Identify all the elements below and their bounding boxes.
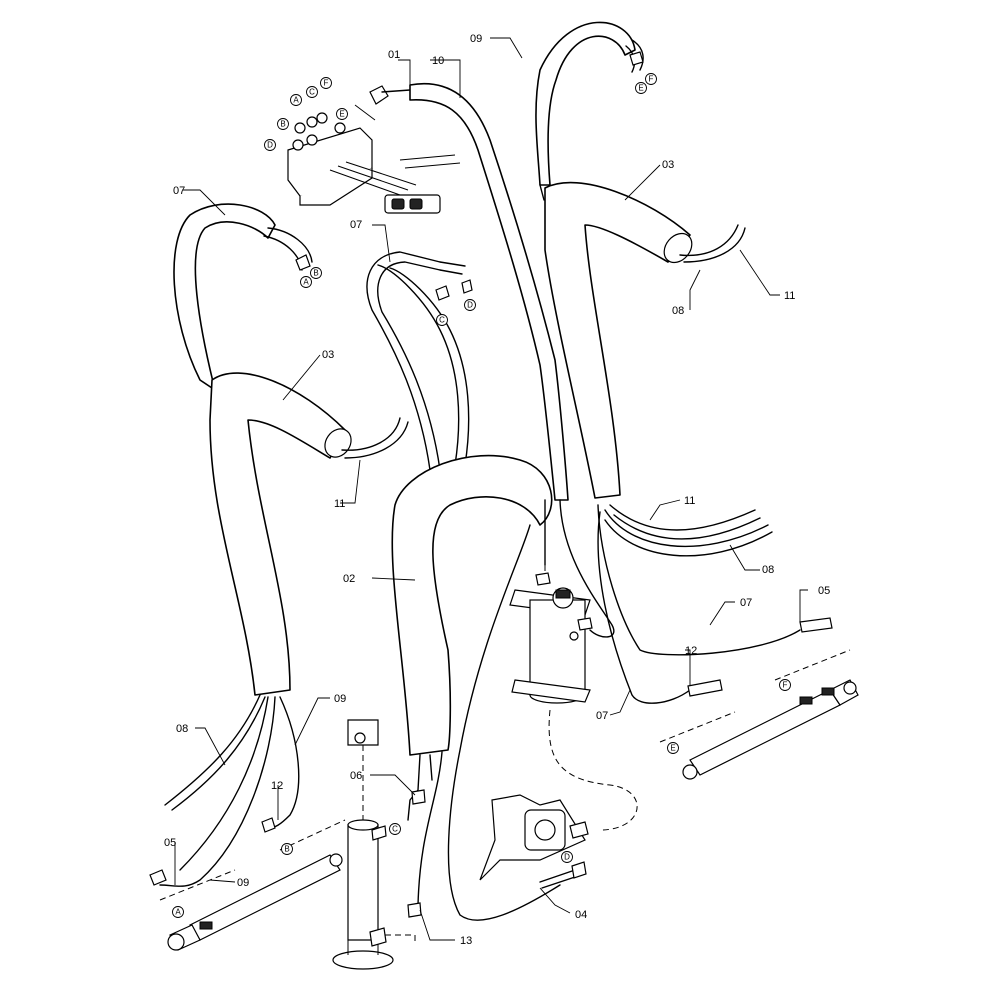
- svg-text:F: F: [783, 681, 788, 690]
- port-marker-valve-f: F: [320, 77, 332, 89]
- callout-07-right: 07: [740, 597, 752, 609]
- callout-09-left-top: 09: [334, 693, 346, 705]
- svg-text:B: B: [280, 120, 285, 129]
- callout-01: 01: [388, 49, 400, 61]
- hoses-11-08-right: [597, 504, 801, 704]
- port-marker-right-cyl-f: F: [779, 679, 791, 691]
- callout-11-right-top: 11: [784, 290, 795, 302]
- svg-text:D: D: [564, 853, 570, 862]
- svg-text:E: E: [638, 84, 643, 93]
- hoses-08-09-left: [149, 694, 300, 887]
- port-marker-valve-d: D: [264, 139, 276, 151]
- callout-07-middle: 07: [350, 219, 362, 231]
- svg-text:B: B: [284, 845, 289, 854]
- callout-07-lower: 07: [596, 710, 608, 722]
- svg-text:D: D: [267, 141, 273, 150]
- port-marker-left-top-b: B: [310, 267, 322, 279]
- port-marker-left-cyl-a: A: [172, 906, 184, 918]
- svg-text:D: D: [467, 301, 473, 310]
- port-marker-left-cyl-b: B: [281, 843, 293, 855]
- control-valve-block: [287, 104, 461, 214]
- callout-08-right-lower: 08: [762, 564, 774, 576]
- right-hydraulic-cylinder: [659, 617, 859, 780]
- callout-04: 04: [575, 909, 587, 921]
- callout-labels: 01 10 09 03 08 11 07 07 03 11 02 11 08 0…: [164, 33, 830, 947]
- port-marker-valve-c: C: [306, 86, 318, 98]
- callout-03-right: 03: [662, 159, 674, 171]
- svg-text:B: B: [313, 269, 318, 278]
- callout-05-left: 05: [164, 837, 176, 849]
- hose-03-left: [209, 372, 409, 696]
- callout-leaders: [174, 37, 808, 941]
- svg-text:A: A: [293, 96, 299, 105]
- callout-10: 10: [432, 55, 444, 67]
- callout-05-right: 05: [818, 585, 830, 597]
- svg-text:A: A: [175, 908, 181, 917]
- port-marker-pump-d: D: [561, 851, 573, 863]
- callout-11-left: 11: [334, 498, 345, 510]
- svg-text:C: C: [439, 316, 445, 325]
- callout-13: 13: [460, 935, 472, 947]
- svg-text:E: E: [339, 110, 344, 119]
- port-marker-mid-top-d: D: [464, 299, 476, 311]
- callout-09-top: 09: [470, 33, 482, 45]
- port-marker-valve-a: A: [290, 94, 302, 106]
- column-pivot: [332, 719, 416, 970]
- svg-text:C: C: [392, 825, 398, 834]
- hose-01-fitting: [369, 85, 411, 105]
- port-marker-right-top-f: F: [645, 73, 657, 85]
- svg-text:C: C: [309, 88, 315, 97]
- hose-09-right: [535, 21, 644, 201]
- callout-08-left: 08: [176, 723, 188, 735]
- callout-12-right: 12: [685, 645, 697, 657]
- hose-03-right: [544, 181, 746, 499]
- port-marker-column-c: C: [389, 823, 401, 835]
- svg-text:F: F: [324, 79, 329, 88]
- callout-06: 06: [350, 770, 362, 782]
- port-marker-valve-b: B: [277, 118, 289, 130]
- callout-11-right-lower: 11: [684, 495, 695, 507]
- callout-07-left: 07: [173, 185, 185, 197]
- hose-07-left: [173, 203, 313, 391]
- port-marker-mid-top-c: C: [436, 314, 448, 326]
- hose-07-middle: [366, 251, 470, 471]
- port-marker-left-top-a: A: [300, 276, 312, 288]
- pump-motor: [479, 794, 589, 889]
- callout-03-left: 03: [322, 349, 334, 361]
- callout-09-left-bottom: 09: [237, 877, 249, 889]
- oil-reservoir: [509, 565, 638, 831]
- svg-text:E: E: [670, 744, 675, 753]
- callout-12-left: 12: [271, 780, 283, 792]
- hose-02-middle: [391, 454, 561, 921]
- fittings: [295, 51, 644, 918]
- svg-text:A: A: [303, 278, 309, 287]
- port-marker-right-top-e: E: [635, 82, 647, 94]
- callout-08-right-top: 08: [672, 305, 684, 317]
- port-marker-valve-e: E: [336, 108, 348, 120]
- port-markers: A C F B E D A B C D E F A B C D E F: [172, 73, 791, 918]
- svg-text:F: F: [649, 75, 654, 84]
- callout-02: 02: [343, 573, 355, 585]
- port-marker-right-cyl-e: E: [667, 742, 679, 754]
